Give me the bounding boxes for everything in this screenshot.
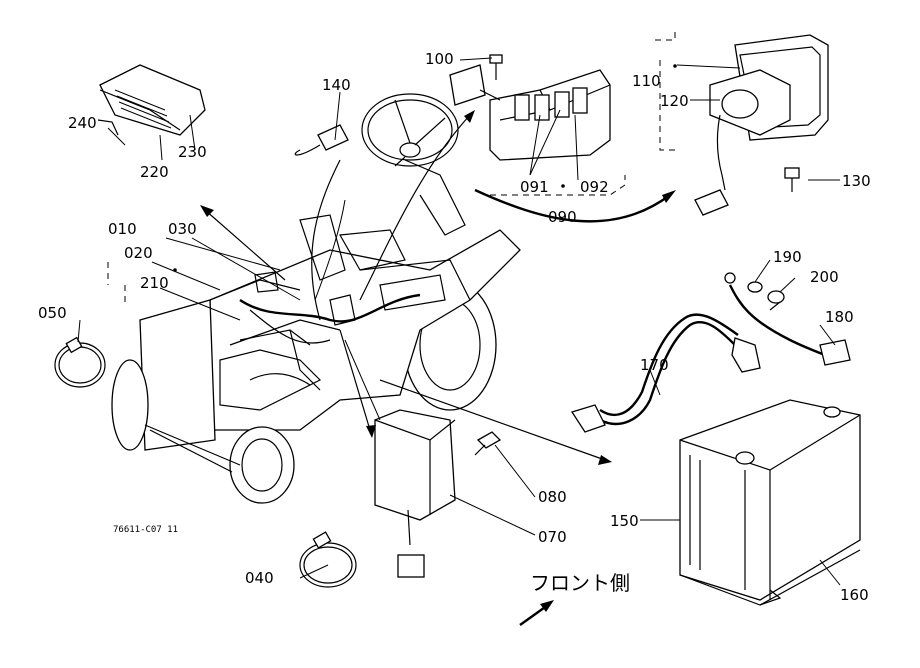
front-arrow	[519, 600, 554, 626]
leader-lines	[77, 57, 841, 586]
bulb-140	[294, 124, 349, 156]
direction-arrows	[200, 110, 676, 465]
label-210: 210	[140, 274, 169, 292]
label-020: 020	[124, 244, 153, 262]
label-092: 092	[580, 178, 609, 196]
cable-170	[570, 313, 761, 433]
label-130: 130	[842, 172, 871, 190]
label-220: 220	[140, 163, 169, 181]
battery-150	[679, 399, 861, 606]
label-180: 180	[825, 308, 854, 326]
label-090: 090	[548, 208, 577, 226]
cable-180	[724, 272, 851, 366]
label-200: 200	[810, 268, 839, 286]
headlight-assembly	[655, 30, 829, 216]
label-040: 040	[245, 569, 274, 587]
fuse-box	[449, 54, 626, 196]
label-030: 030	[168, 220, 197, 238]
regulator	[97, 64, 206, 136]
label-150: 150	[610, 512, 639, 530]
clamp-040	[299, 531, 357, 588]
label-050: 050	[38, 304, 67, 322]
label-080: 080	[538, 488, 567, 506]
label-110: 110	[632, 72, 661, 90]
front-side-label: フロント側	[530, 571, 630, 595]
label-140: 140	[322, 76, 351, 94]
label-190: 190	[773, 248, 802, 266]
label-010: 010	[108, 220, 137, 238]
relay-070	[374, 409, 502, 578]
clamp-050	[54, 336, 106, 388]
label-230: 230	[178, 143, 207, 161]
washer-190	[747, 281, 785, 311]
label-091: 091	[520, 178, 549, 196]
label-120: 120	[660, 92, 689, 110]
label-170: 170	[640, 356, 669, 374]
label-160: 160	[840, 586, 869, 604]
bolt-130	[784, 167, 800, 192]
label-070: 070	[538, 528, 567, 546]
label-100: 100	[425, 50, 454, 68]
drawing-number: 76611-C07 11	[113, 525, 178, 535]
label-240: 240	[68, 114, 97, 132]
